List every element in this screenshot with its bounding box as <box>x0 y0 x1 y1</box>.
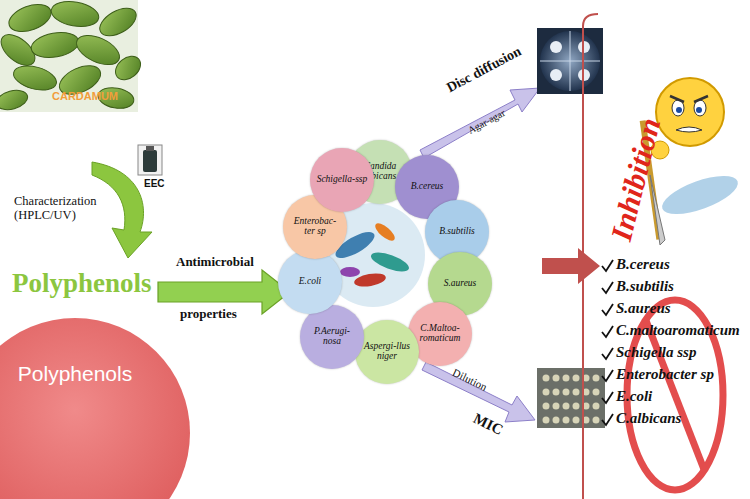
inhibited-microbe: S.aureus <box>616 300 671 317</box>
photo-watermark: CARDAMUM <box>52 90 118 103</box>
cardamom-photo <box>0 0 145 113</box>
node-text: E.coli <box>299 277 321 287</box>
node-text: Schigella-ssp <box>317 175 368 185</box>
sample-label: EEC <box>144 178 165 190</box>
disc-arrow <box>420 88 540 158</box>
inhibited-microbe: Enterobacter sp <box>616 366 714 383</box>
red-arrow <box>542 248 600 284</box>
node-text: Polyphenols <box>0 362 190 386</box>
inhibited-microbe: C.maltoaromaticum <box>616 322 740 339</box>
method-text: Characterization (HPLC/UV) <box>14 194 114 223</box>
polyphenols-circle: Polyphenols <box>0 318 190 499</box>
medium-label: Agar-agar <box>466 107 507 136</box>
well-plate <box>537 368 605 428</box>
method-label: Disc diffusion <box>444 43 524 96</box>
extract-bottle <box>138 145 162 175</box>
node-text: Enterobac-ter sp <box>289 217 341 237</box>
node-text: B.subtilis <box>439 227 475 237</box>
inhibited-microbe: B.cereus <box>616 256 670 273</box>
arrow-text: Antimicrobial <box>176 255 254 270</box>
compound-title: Polyphenols <box>12 268 152 299</box>
method-label: MIC <box>470 410 505 439</box>
microbe-circle: Schigella-ssp <box>310 148 374 212</box>
microbe-circle: P.Aerugi-nosa <box>300 305 364 369</box>
microbe-circle: Aspergi-llus niger <box>355 320 419 384</box>
petri-dish <box>537 28 603 94</box>
curved-arrow <box>92 162 152 258</box>
node-text: C.Maltoa-romaticum <box>414 324 466 344</box>
check-marks <box>602 260 613 425</box>
microbe-circle: E.coli <box>278 250 342 314</box>
node-text: B.cereus <box>411 182 444 192</box>
inhibited-microbe: B.subtilis <box>616 278 674 295</box>
inhibited-microbe: C.albicans <box>616 410 681 427</box>
node-text: Aspergi-llus niger <box>361 342 413 362</box>
inhibited-microbe: Schigella ssp <box>616 344 696 361</box>
inhibited-microbe: E.coli <box>616 388 652 405</box>
node-text: S.aureus <box>444 279 477 289</box>
node-text: P.Aerugi-nosa <box>306 327 358 347</box>
arrow-text: properties <box>180 307 237 322</box>
